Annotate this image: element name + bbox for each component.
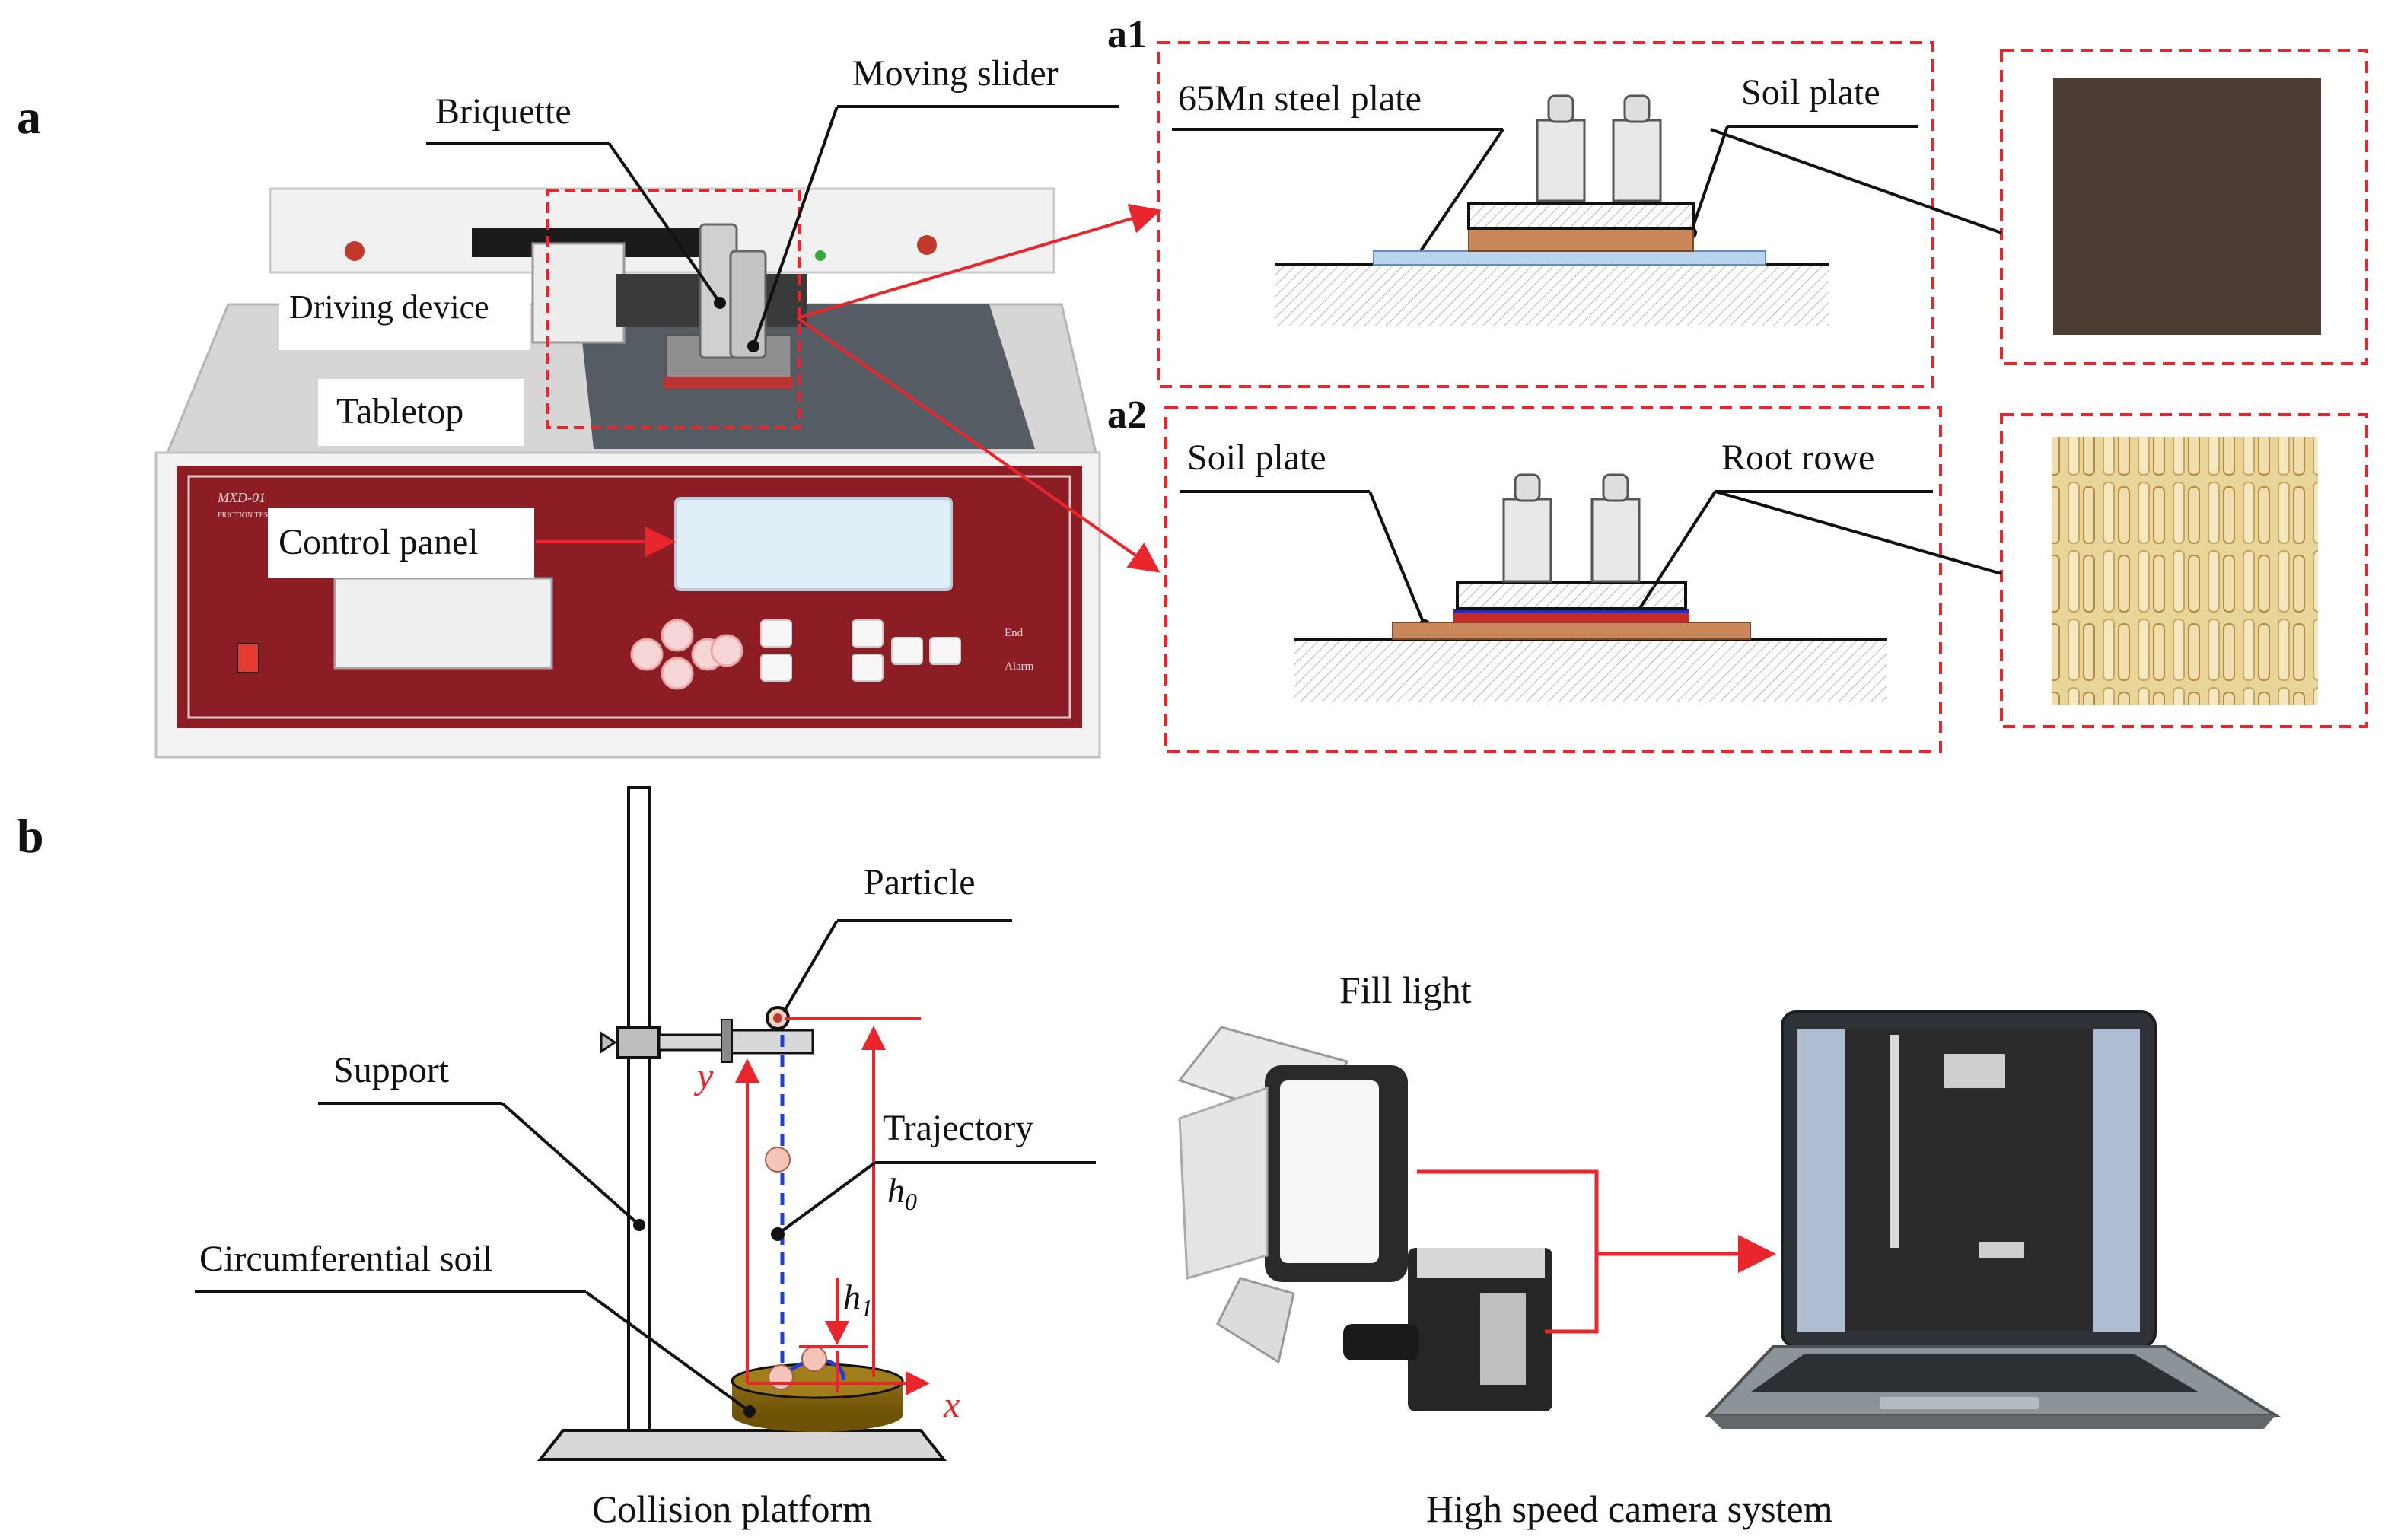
tabletop-label-bg (318, 379, 524, 446)
laptop (1705, 1010, 2281, 1429)
h1-label: h1 (843, 1278, 873, 1322)
trajectory-leader (776, 1161, 877, 1236)
rebound-path (781, 1358, 845, 1381)
fill-light-label: Fill light (1339, 969, 1472, 1011)
panel-b-letter: b (17, 809, 44, 863)
particle-impact (768, 1364, 794, 1390)
briquette-leader (607, 142, 721, 304)
arrow-to-a1 (797, 203, 1161, 320)
alarm-indicator-label: Alarm (1005, 660, 1034, 673)
briquette-label: Briquette (435, 91, 572, 132)
a2-photo-connector (1715, 490, 2002, 575)
tabletop-label: Tabletop (336, 391, 463, 431)
particle-label: Particle (864, 862, 976, 902)
particle-falling (765, 1147, 791, 1172)
steel-plate-label: 65Mn steel plate (1178, 78, 1422, 119)
soil-plate-photo (2053, 78, 2321, 335)
printer-slot (333, 577, 553, 670)
lcd-screen (674, 497, 953, 591)
h0-main: h (887, 1171, 905, 1210)
moving-slider-leader (752, 106, 839, 347)
circumferential-soil-leader (584, 1290, 751, 1413)
h1-main: h (843, 1278, 861, 1316)
a2-soil-plate-leader (1368, 491, 1426, 626)
panel-b: b y x (17, 786, 2281, 1530)
direction-keys (630, 619, 743, 690)
support-dot (633, 1219, 645, 1231)
circumferential-soil-dot (743, 1405, 756, 1418)
h1-sub: 1 (861, 1294, 873, 1322)
high-speed-camera (1343, 1248, 1552, 1411)
a1-weights (1536, 94, 1662, 202)
root-rowe-photo (2052, 437, 2318, 705)
particle-core (773, 1013, 782, 1023)
control-panel-label-bg (268, 508, 534, 578)
moving-slider-label: Moving slider (852, 53, 1059, 94)
a2-weights (1502, 473, 1641, 583)
x-axis-label: x (943, 1385, 960, 1425)
a1-photo-connector (1710, 128, 2002, 234)
driving-device-label: Driving device (289, 288, 489, 326)
support-leader (501, 1102, 641, 1227)
a2-schematic (1294, 473, 1887, 702)
a1-photo-frame (2000, 49, 2368, 365)
arrow-to-a2 (796, 317, 1161, 573)
collision-platform-label: Collision platform (592, 1488, 872, 1530)
function-keys (760, 619, 961, 682)
root-rowe-label: Root rowe (1721, 438, 1874, 478)
device-model-text: MXD-01 (217, 490, 266, 505)
circumferential-soil (731, 1363, 904, 1432)
a1-schematic (1275, 94, 1829, 326)
a1-frame (1157, 41, 1934, 388)
camera-system-label: High speed camera system (1426, 1488, 1833, 1530)
circumferential-soil-label: Circumferential soil (199, 1239, 492, 1279)
trajectory-label: Trajectory (883, 1108, 1033, 1148)
steel-plate-leader (1414, 128, 1504, 260)
a2-photo-frame (2000, 413, 2368, 728)
panel-a2: a2 Soil plate Root rowe (1107, 393, 2368, 753)
y-axis-label: y (693, 1056, 714, 1096)
panel-a-letter: a (17, 90, 41, 144)
h0-label: h0 (887, 1171, 917, 1215)
particle-leader (782, 919, 839, 1013)
a1-soil-plate-leader (1689, 126, 1729, 234)
panel-a2-letter: a2 (1107, 393, 1147, 437)
panel-a1: a1 65Mn steel plate Soil plate (1107, 13, 2368, 388)
particle-rebound (801, 1346, 827, 1372)
control-panel-label: Control panel (279, 522, 479, 562)
device-sub-text: FRICTION TESTER (218, 511, 282, 520)
end-indicator-label: End (1005, 627, 1024, 639)
panel-a: a MXD-01 FRICTION TESTER (17, 53, 1161, 759)
moving-slider-dot (747, 340, 759, 352)
power-switch (237, 643, 259, 673)
a2-frame (1164, 406, 1942, 753)
driving-device-label-bg (279, 283, 530, 350)
a2-soil-plate-label: Soil plate (1187, 438, 1326, 478)
slider-highlight-box (546, 189, 801, 429)
briquette-dot (714, 297, 726, 309)
support-stand (537, 786, 947, 1461)
a1-soil-plate-label: Soil plate (1741, 72, 1880, 113)
support-label: Support (333, 1050, 450, 1090)
h0-sub: 0 (905, 1188, 917, 1215)
light-camera-cable (1417, 1169, 1599, 1334)
friction-tester-device: MXD-01 FRICTION TESTER (154, 187, 1101, 759)
fill-light (1177, 1026, 1408, 1364)
panel-a1-letter: a1 (1107, 13, 1147, 56)
